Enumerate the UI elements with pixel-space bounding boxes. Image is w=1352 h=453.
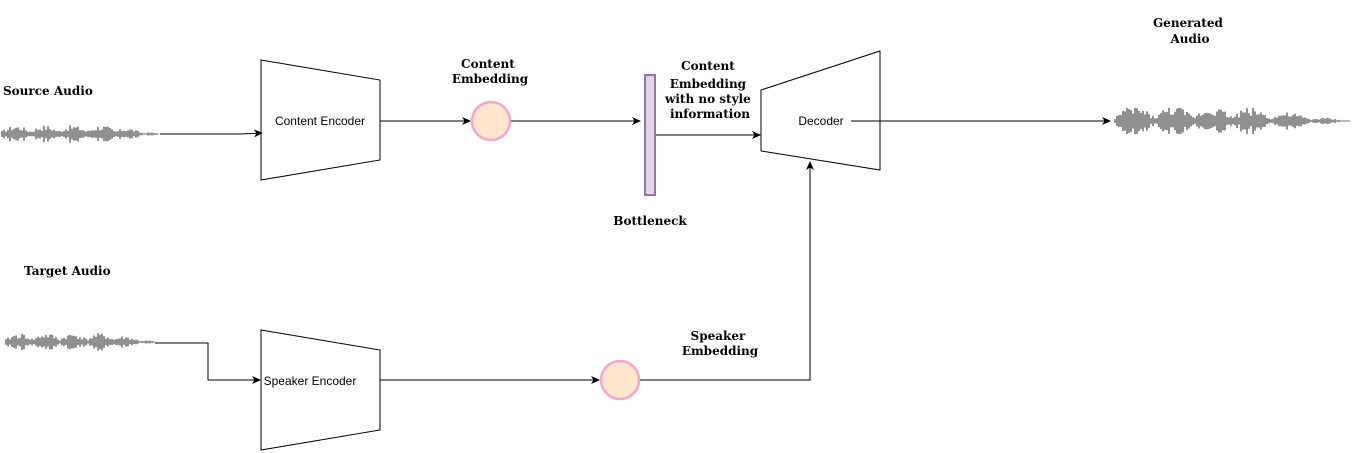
svg-text:Speaker Encoder: Speaker Encoder <box>264 374 357 388</box>
edge-source-to-content-encoder <box>160 129 263 138</box>
content-embedding-node <box>470 100 512 142</box>
speaker-embedding-label: Speaker Embedding <box>682 329 759 358</box>
generated-audio-label: Generated Audio <box>1153 16 1227 46</box>
content-embedding-no-style-label: Content Embedding with no style informat… <box>664 59 755 121</box>
bottleneck-node <box>644 74 656 196</box>
speaker-encoder-node: Speaker Encoder <box>260 329 381 451</box>
speaker-embedding-node <box>599 359 641 401</box>
content-embedding-label: Content Embedding <box>452 57 529 86</box>
generated-audio-waveform <box>1114 107 1350 135</box>
decoder-node: Decoder <box>760 50 881 171</box>
edge-target-to-speaker-encoder <box>155 342 261 384</box>
bottleneck-label: Bottleneck <box>613 214 687 228</box>
target-audio-waveform <box>5 333 155 351</box>
target-audio-label: Target Audio <box>24 264 111 278</box>
source-audio-waveform <box>1 125 159 143</box>
source-audio-label: Source Audio <box>3 84 93 98</box>
edge-speaker-embedding-to-decoder <box>640 161 814 381</box>
content-encoder-node: Content Encoder <box>260 59 381 181</box>
svg-text:Content Encoder: Content Encoder <box>275 114 365 128</box>
svg-text:Decoder: Decoder <box>798 114 843 128</box>
